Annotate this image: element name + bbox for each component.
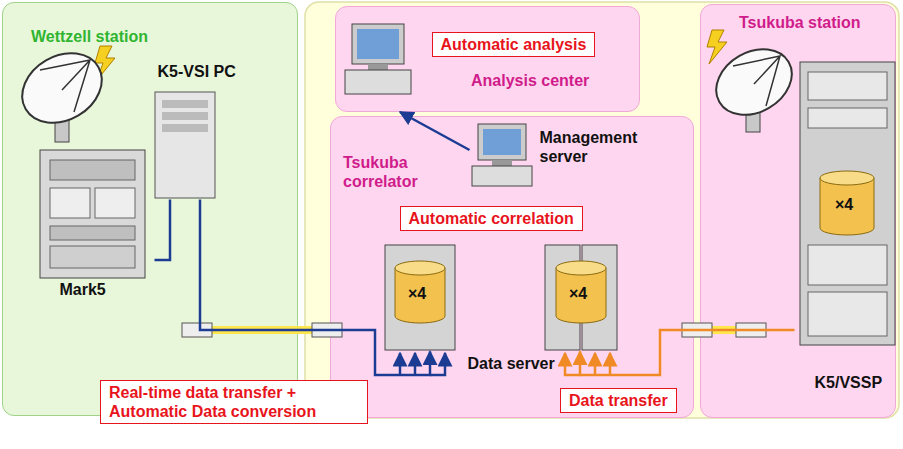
rack-panel — [808, 292, 887, 336]
region-heading: Tsukuba station — [739, 13, 861, 32]
rack-panel — [50, 226, 135, 240]
antenna-feed — [40, 60, 90, 112]
process-label: Data transfer — [569, 391, 668, 410]
process-box: Automatic correlation — [400, 206, 583, 231]
rack-panel — [808, 245, 887, 285]
process-label: Automatic analysis — [441, 35, 587, 54]
disk-stack — [556, 268, 606, 323]
disk-top — [556, 261, 606, 275]
data-line — [399, 353, 402, 375]
data-line — [430, 353, 445, 375]
process-box: Automatic analysis — [432, 32, 596, 57]
region-heading: Tsukuba correlator — [343, 153, 443, 191]
equipment-label: Mark5 — [60, 280, 106, 299]
data-line — [594, 353, 597, 375]
monitor-stand — [368, 64, 388, 70]
rack-panel — [50, 188, 90, 218]
equipment-label: K5-VSI PC — [158, 62, 236, 81]
data-line — [609, 353, 612, 375]
disk-top — [820, 171, 874, 185]
screen — [483, 129, 521, 155]
disk-stack — [395, 268, 445, 323]
process-box: Real-time data transfer + Automatic Data… — [100, 380, 368, 424]
antenna-dish — [704, 36, 803, 128]
disk-top — [395, 261, 445, 275]
data-link — [400, 112, 470, 150]
server — [385, 245, 455, 350]
disk-stack — [820, 178, 874, 235]
computer-base — [345, 70, 411, 94]
monitor-stand — [492, 160, 512, 166]
monitor — [478, 124, 526, 160]
lightning-symbol — [707, 30, 727, 64]
data-link — [200, 200, 430, 376]
computer-base — [472, 166, 532, 186]
drive-bay — [162, 112, 208, 120]
region-heading: Analysis center — [471, 71, 589, 90]
equipment-label: K5/VSSP — [815, 373, 883, 392]
rack-panel — [95, 188, 135, 218]
drive-bay — [162, 124, 208, 132]
monitor — [352, 24, 404, 64]
screen — [357, 29, 399, 59]
antenna-dish — [10, 39, 115, 136]
equipment-label: Management server — [540, 128, 670, 166]
data-link — [155, 200, 171, 261]
rack-panel — [808, 72, 887, 100]
rack-panel — [808, 108, 887, 128]
site-region — [305, 2, 899, 418]
mark5-rack — [40, 150, 145, 278]
pc-tower — [155, 92, 215, 198]
process-box: Data transfer — [560, 388, 677, 413]
rack-panel — [50, 160, 135, 180]
rack-panel — [50, 246, 135, 268]
drive-bay — [162, 100, 208, 108]
data-line — [565, 353, 580, 375]
data-line — [414, 353, 417, 375]
process-label: Automatic correlation — [409, 209, 574, 228]
equipment-label: Data server — [468, 354, 555, 373]
region-heading: Wettzell station — [31, 27, 148, 46]
k5-rack — [800, 62, 895, 345]
process-label: Real-time data transfer + Automatic Data… — [109, 383, 359, 421]
data-link — [580, 330, 795, 375]
antenna-feed — [733, 56, 780, 106]
